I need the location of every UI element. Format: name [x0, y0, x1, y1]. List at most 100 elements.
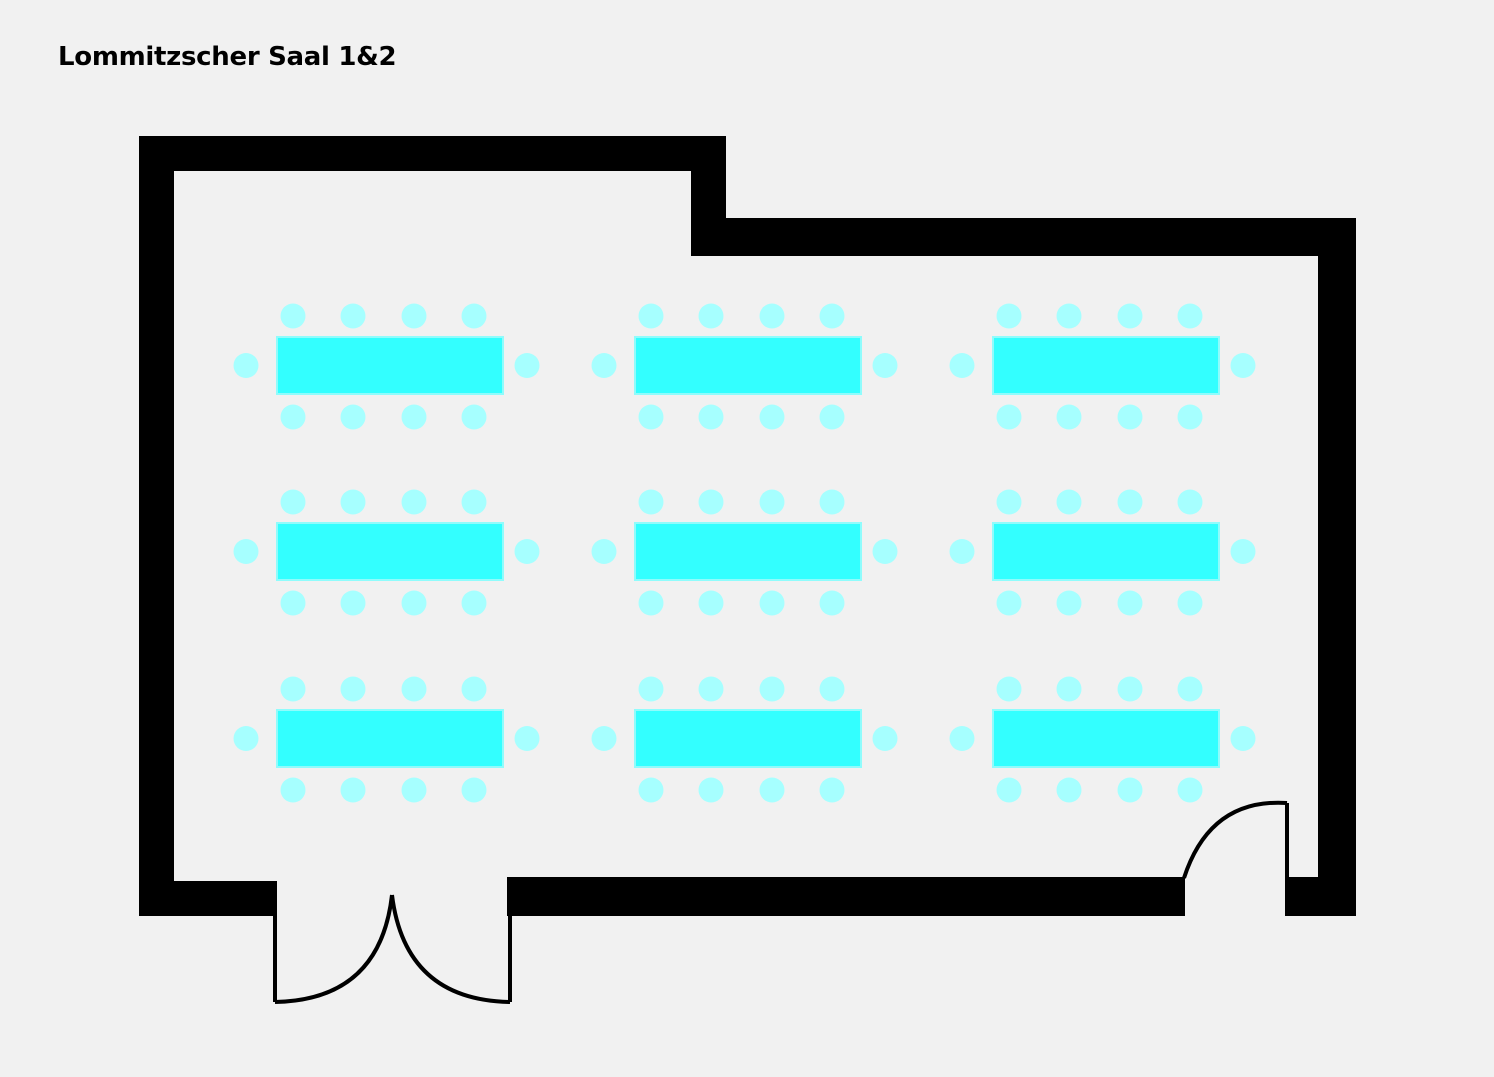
table — [276, 336, 504, 395]
page-title: Lommitzscher Saal 1&2 — [58, 42, 397, 72]
table — [634, 336, 862, 395]
chair — [233, 726, 259, 751]
chair — [1230, 353, 1256, 378]
chair — [401, 676, 427, 702]
chair — [514, 726, 540, 751]
table — [992, 522, 1220, 581]
chair — [280, 590, 306, 616]
chair — [1056, 404, 1082, 430]
chair — [1117, 676, 1143, 702]
chair — [1117, 303, 1143, 329]
table-group — [591, 676, 898, 803]
chair — [638, 404, 664, 430]
chair — [698, 676, 724, 702]
chair — [819, 404, 845, 430]
chair — [461, 303, 487, 329]
table-group — [949, 303, 1256, 430]
chair — [401, 303, 427, 329]
wall-right — [1318, 218, 1356, 916]
chair — [1056, 777, 1082, 803]
single-door — [1182, 800, 1289, 879]
chair — [280, 303, 306, 329]
chair — [638, 590, 664, 616]
chair — [1230, 726, 1256, 751]
chair — [759, 590, 785, 616]
chair — [233, 353, 259, 378]
chair — [461, 489, 487, 515]
chair — [1117, 489, 1143, 515]
chair — [401, 590, 427, 616]
chair — [1056, 489, 1082, 515]
chair — [1230, 539, 1256, 564]
double-door — [273, 881, 512, 1004]
chair — [996, 489, 1022, 515]
chair — [1056, 590, 1082, 616]
wall-bottom-left — [139, 881, 277, 916]
chair — [591, 726, 617, 751]
chair — [340, 777, 366, 803]
chair — [819, 676, 845, 702]
chair — [514, 353, 540, 378]
chair — [461, 590, 487, 616]
chair — [233, 539, 259, 564]
chair — [638, 489, 664, 515]
chair — [1177, 676, 1203, 702]
table-group — [591, 303, 898, 430]
table — [992, 709, 1220, 768]
chair — [340, 303, 366, 329]
chair — [698, 777, 724, 803]
wall-top-left — [139, 136, 726, 171]
chair — [401, 489, 427, 515]
chair — [280, 489, 306, 515]
chair — [949, 539, 975, 564]
door-swing-left — [274, 894, 394, 1004]
table — [992, 336, 1220, 395]
furniture — [233, 303, 1256, 803]
chair — [340, 676, 366, 702]
chair — [1117, 404, 1143, 430]
chair — [996, 590, 1022, 616]
chair — [514, 539, 540, 564]
chair — [996, 676, 1022, 702]
chair — [872, 726, 898, 751]
chair — [591, 353, 617, 378]
table-group — [949, 676, 1256, 803]
chair — [461, 777, 487, 803]
table-group — [591, 489, 898, 616]
chair — [591, 539, 617, 564]
chair — [1117, 590, 1143, 616]
chair — [698, 590, 724, 616]
chair — [401, 777, 427, 803]
chair — [996, 404, 1022, 430]
wall-left — [139, 136, 174, 916]
chair — [340, 489, 366, 515]
chair — [759, 489, 785, 515]
chair — [340, 590, 366, 616]
chair — [872, 539, 898, 564]
wall-bottom-middle — [507, 877, 1185, 916]
table — [276, 522, 504, 581]
table-group — [233, 489, 540, 616]
chair — [759, 676, 785, 702]
chair — [759, 404, 785, 430]
wall-bottom-right — [1285, 877, 1356, 916]
chair — [698, 489, 724, 515]
door-swing-right — [390, 894, 511, 1004]
table — [276, 709, 504, 768]
chair — [638, 676, 664, 702]
chair — [1177, 303, 1203, 329]
door-swing-single — [1182, 800, 1288, 879]
table-group — [949, 489, 1256, 616]
chair — [698, 404, 724, 430]
chair — [759, 777, 785, 803]
chair — [949, 353, 975, 378]
walls — [139, 136, 1356, 916]
chair — [280, 404, 306, 430]
chair — [280, 777, 306, 803]
chair — [819, 777, 845, 803]
table — [634, 522, 862, 581]
chair — [698, 303, 724, 329]
chair — [461, 404, 487, 430]
chair — [759, 303, 785, 329]
chair — [872, 353, 898, 378]
